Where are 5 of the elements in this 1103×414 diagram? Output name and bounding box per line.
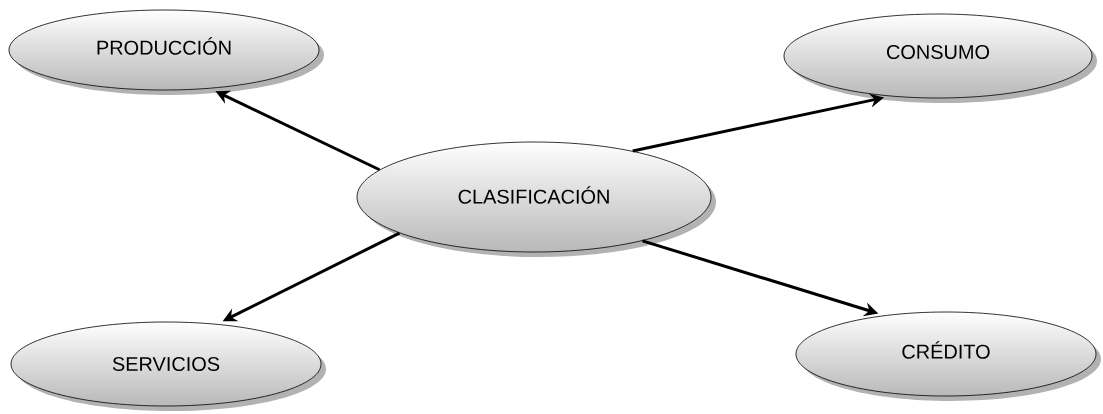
ellipse-node: CONSUMO	[783, 13, 1097, 103]
ellipse-node: PRODUCCIÓN	[8, 9, 324, 95]
ellipse-node: CRÉDITO	[795, 311, 1101, 401]
ellipse-node: SERVICIOS	[10, 321, 326, 411]
ellipse-node: CLASIFICACIÓN	[356, 141, 716, 257]
